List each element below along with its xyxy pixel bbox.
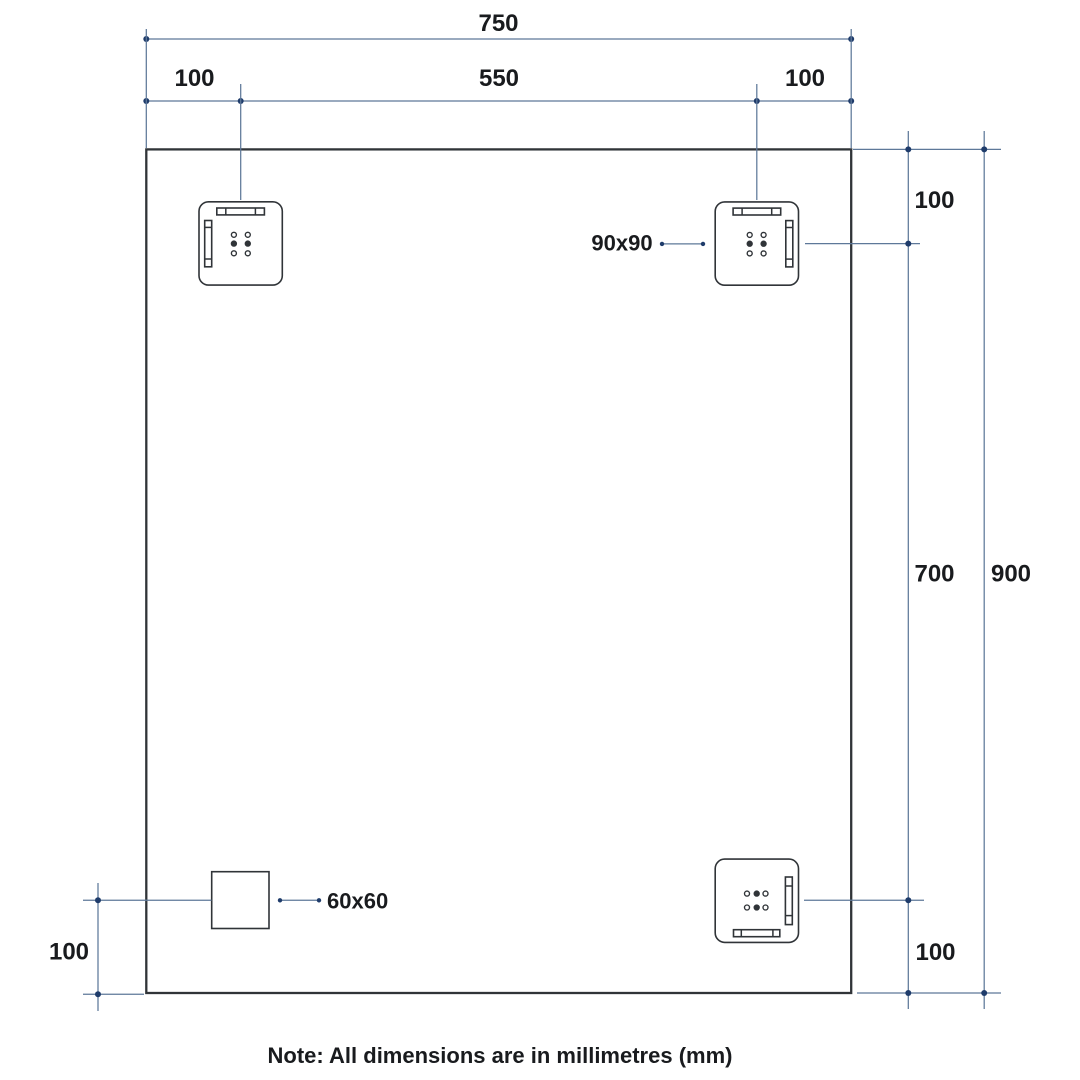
- dim-left-bottom: 100: [49, 883, 212, 1011]
- dim-label-total-height: 900: [991, 561, 1031, 588]
- dimension-marker: [659, 241, 665, 247]
- square-size-label: 60x60: [327, 889, 388, 914]
- leader-bracket-size: 90x90: [591, 231, 706, 256]
- dimension-marker: [277, 898, 283, 903]
- extension-lines-top: [145, 29, 852, 200]
- dim-label-right-top-offset: 100: [914, 187, 954, 214]
- dim-label-mid-height: 700: [914, 561, 954, 588]
- dimension-marker: [95, 991, 101, 998]
- dimension-marker: [981, 146, 988, 153]
- dim-total-width: 750: [143, 10, 855, 42]
- dimension-marker: [905, 146, 912, 153]
- dimension-marker: [316, 898, 322, 903]
- dimension-marker: [981, 990, 988, 996]
- square-cutout: [210, 870, 270, 930]
- dimension-marker: [700, 241, 706, 247]
- dim-label-left-bottom-offset: 100: [49, 939, 89, 966]
- note-text: Note: All dimensions are in millimetres …: [268, 1043, 733, 1068]
- dim-width-segments: 100 550 100: [143, 65, 855, 104]
- dim-label-right-offset: 100: [785, 65, 825, 92]
- bracket-size-label: 90x90: [591, 231, 652, 256]
- dimension-marker: [905, 990, 912, 996]
- dim-label-right-bottom-offset: 100: [915, 939, 955, 966]
- dim-right-column: 100 700 900 100: [804, 131, 1031, 1009]
- dimension-marker: [905, 897, 912, 904]
- dimension-marker: [95, 897, 101, 904]
- leader-square-size: 60x60: [277, 889, 388, 914]
- dimension-marker: [905, 240, 912, 247]
- mounting-bracket-bottom-right: [714, 858, 800, 944]
- panel-outline: [145, 148, 853, 995]
- mounting-bracket-top-right: [714, 201, 800, 287]
- mounting-bracket-top-left: [198, 201, 284, 286]
- dim-label-left-offset: 100: [174, 65, 214, 92]
- dim-label-center-span: 550: [479, 65, 519, 92]
- dim-label-total-width: 750: [478, 10, 518, 37]
